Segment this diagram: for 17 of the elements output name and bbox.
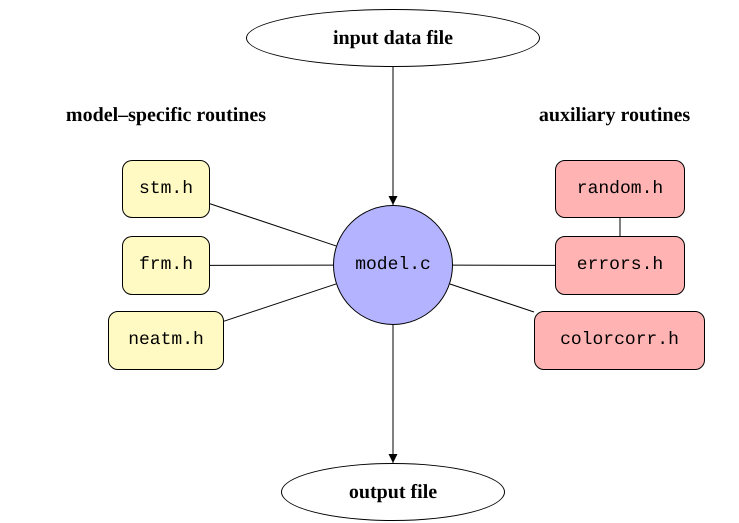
header-box: errors.h xyxy=(555,236,685,295)
header-box: stm.h xyxy=(122,160,210,218)
arrow xyxy=(388,66,398,206)
connector-line xyxy=(210,264,334,266)
connector-line xyxy=(452,264,556,266)
connector-line xyxy=(210,203,337,246)
group-heading: model–specific routines xyxy=(66,103,266,128)
header-box: neatm.h xyxy=(108,311,224,370)
header-box: random.h xyxy=(555,160,685,218)
io-ellipse: output file xyxy=(281,463,505,521)
connector-line xyxy=(449,283,534,312)
group-heading: auxiliary routines xyxy=(538,103,690,128)
header-box: colorcorr.h xyxy=(534,311,705,370)
io-ellipse: input data file xyxy=(246,9,540,67)
header-box: frm.h xyxy=(122,236,210,295)
arrow xyxy=(388,324,398,464)
connector-line xyxy=(224,283,337,322)
